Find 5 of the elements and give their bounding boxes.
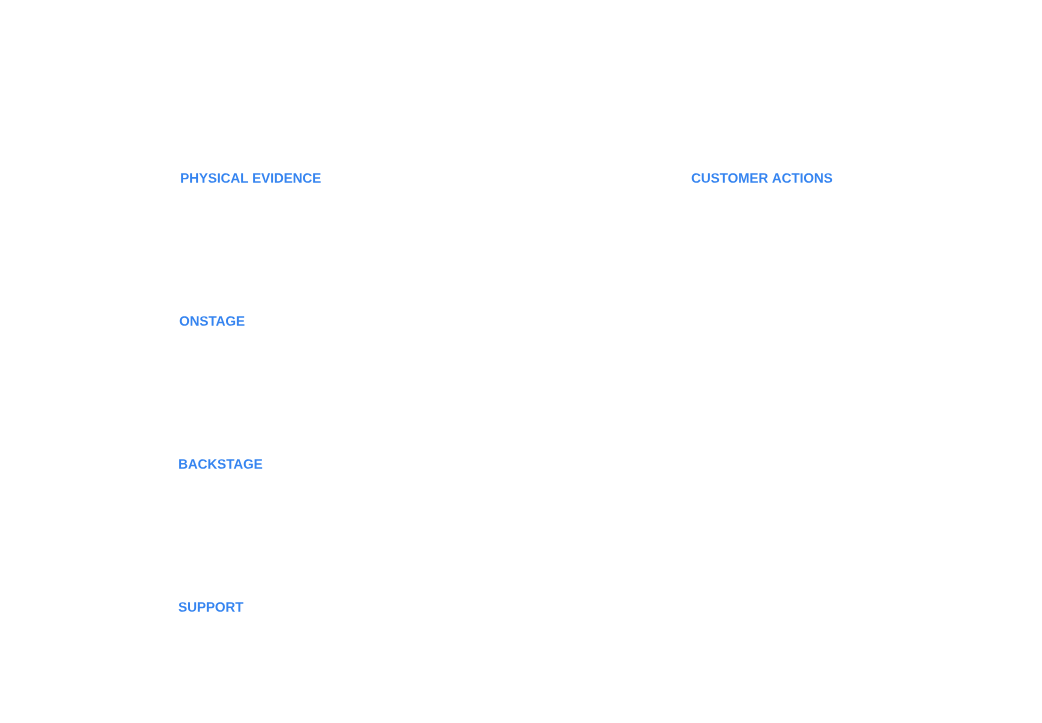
lane-heading: PHYSICAL EVIDENCE bbox=[181, 173, 321, 183]
lane-heading: BACKSTAGE bbox=[179, 459, 263, 469]
lane-heading: CUSTOMER ACTIONS bbox=[691, 173, 833, 183]
lane-heading: SUPPORT bbox=[178, 602, 244, 612]
lane-heading: ONSTAGE bbox=[179, 316, 245, 326]
